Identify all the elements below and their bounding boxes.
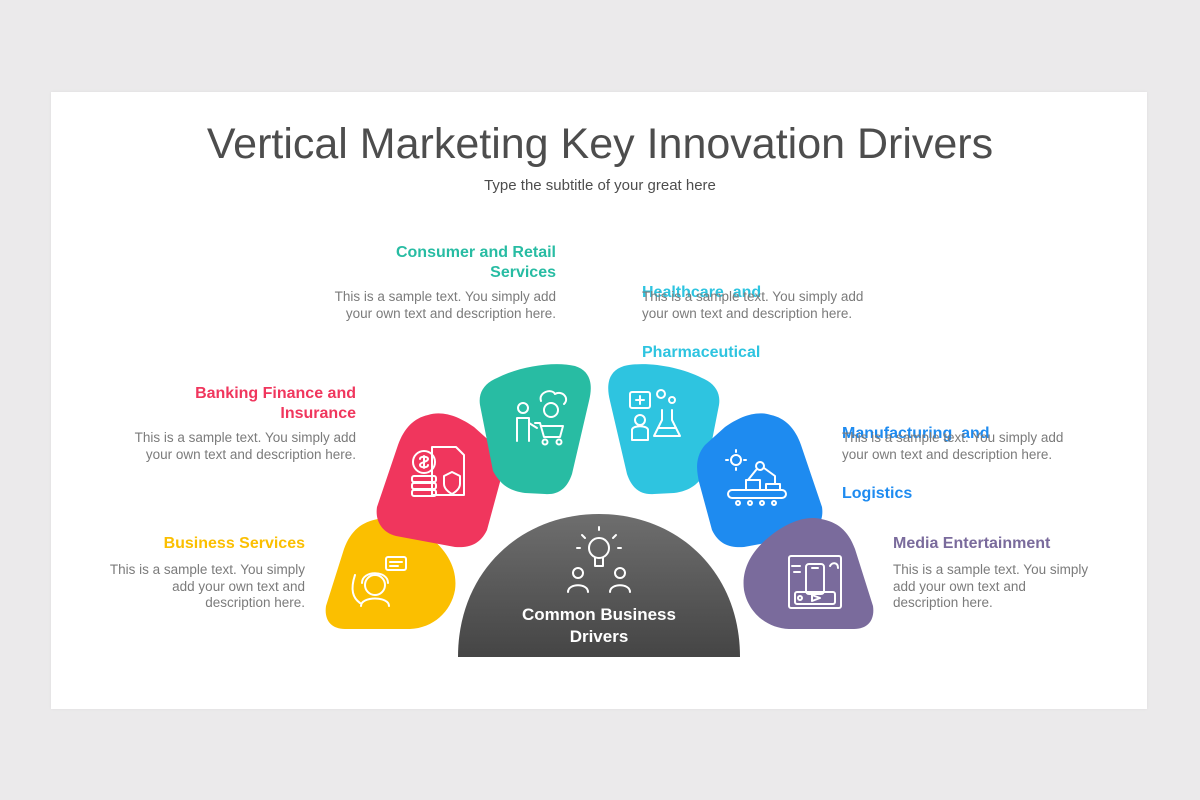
shopping-cart-icon — [516, 390, 568, 446]
center-dome — [458, 514, 740, 657]
laboratory-icon — [629, 389, 681, 441]
business-services-description: This is a sample text. You simply add yo… — [109, 562, 305, 610]
idea-team-icon — [567, 526, 631, 593]
media-title: Media Entertainment — [893, 535, 1051, 552]
healthcare-description: This is a sample text. You simply add yo… — [642, 289, 864, 321]
customer-support-icon — [351, 556, 407, 607]
consumer-retail-description: This is a sample text. You simply add yo… — [334, 289, 556, 321]
healthcare-title: Healthcare and Pharmaceutical — [642, 284, 762, 361]
manufacturing-description: This is a sample text. You simply add yo… — [842, 430, 1064, 462]
robotic-arm-icon — [725, 449, 787, 506]
finance-document-icon — [411, 446, 465, 497]
manufacturing-title: Manufacturing and Logistics — [842, 425, 990, 502]
page-title: Vertical Marketing Key Innovation Driver… — [206, 120, 994, 168]
media-description: This is a sample text. You simply add yo… — [893, 562, 1089, 610]
consumer-retail-title: Consumer and Retail Services — [395, 244, 556, 281]
petal-banking — [376, 413, 502, 548]
banking-title: Banking Finance and Insurance — [195, 385, 356, 422]
banking-description: This is a sample text. You simply add yo… — [134, 430, 356, 462]
page-subtitle: Type the subtitle of your great here — [484, 177, 716, 194]
petal-consumer — [479, 364, 591, 495]
business-services-title: Business Services — [163, 535, 305, 552]
center-label: Common Business Drivers — [522, 605, 676, 646]
media-devices-icon — [788, 555, 842, 609]
petal-healthcare — [608, 364, 720, 495]
